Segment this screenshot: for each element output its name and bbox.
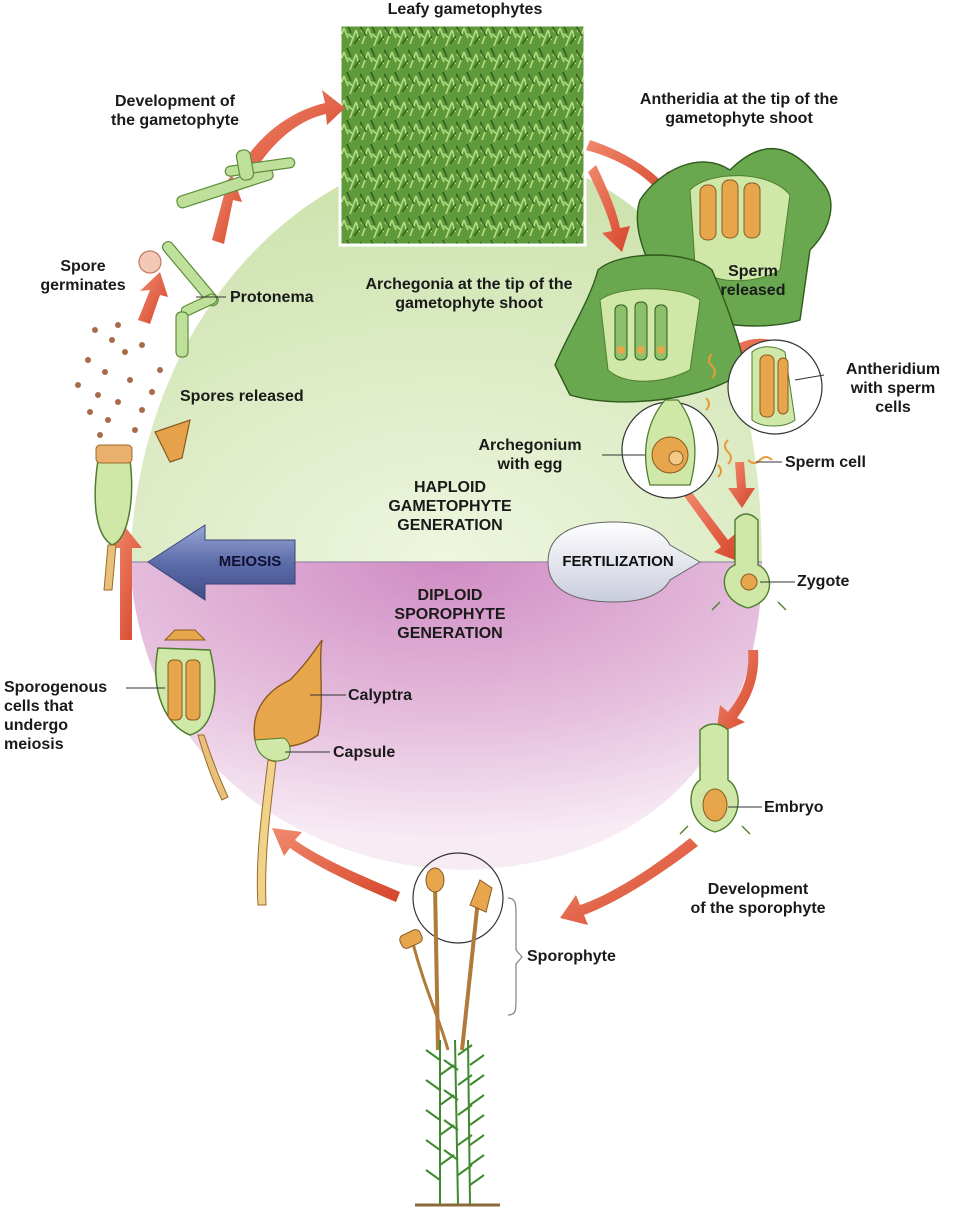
label-embryo: Embryo bbox=[764, 799, 824, 816]
label-meiosis: MEIOSIS bbox=[218, 553, 282, 570]
calyptra-capsule-drawing bbox=[253, 639, 323, 906]
label-leafy-gametophytes: Leafy gametophytes bbox=[387, 1, 543, 18]
label-spores-released: Spores released bbox=[180, 388, 304, 405]
open-capsule-drawing bbox=[94, 419, 191, 591]
protonema-drawing bbox=[138, 149, 296, 358]
leader-lines bbox=[126, 296, 825, 808]
leafy-gametophytes-photo bbox=[338, 23, 587, 247]
label-capsule: Capsule bbox=[333, 744, 396, 761]
diploid-zone bbox=[130, 562, 762, 870]
label-archegonia-tip: Archegonia at the tip of the gametophyte… bbox=[365, 276, 573, 312]
label-diploid-generation: DIPLOID SPOROPHYTE GENERATION bbox=[394, 587, 506, 642]
label-haploid-generation: HAPLOID GAMETOPHYTE GENERATION bbox=[388, 479, 512, 534]
label-protonema: Protonema bbox=[230, 289, 314, 306]
meiosis-arrow bbox=[147, 524, 296, 601]
haploid-zone bbox=[130, 150, 762, 562]
label-sporogenous: Sporogenous cells that undergo meiosis bbox=[4, 679, 108, 753]
label-spore-germinates: Spore germinates bbox=[40, 258, 126, 294]
label-antheridium: Antheridium with sperm cells bbox=[845, 361, 941, 416]
sporogenous-capsule-drawing bbox=[155, 629, 229, 801]
label-fertilization: FERTILIZATION bbox=[562, 553, 674, 570]
label-archegonium: Archegonium with egg bbox=[478, 437, 582, 473]
sporophyte-bracket bbox=[507, 897, 523, 1016]
embryo-drawing bbox=[679, 723, 751, 835]
archegonia-shoot-drawing bbox=[554, 254, 746, 403]
label-antheridia-tip: Antheridia at the tip of the gametophyte… bbox=[639, 91, 839, 127]
label-sporophyte: Sporophyte bbox=[527, 948, 616, 965]
fertilization-shape bbox=[547, 521, 701, 603]
antheridium-circle bbox=[727, 339, 823, 435]
archegonium-circle bbox=[621, 399, 719, 499]
label-development-sporophyte: Development of the sporophyte bbox=[690, 881, 826, 917]
label-calyptra: Calyptra bbox=[348, 687, 413, 704]
sperm-cells bbox=[705, 353, 773, 478]
spores-dots bbox=[75, 322, 163, 438]
label-zygote: Zygote bbox=[797, 573, 850, 590]
label-development-gametophyte: Development of the gametophyte bbox=[110, 93, 239, 129]
label-sperm-cell: Sperm cell bbox=[785, 454, 866, 471]
sporophyte-plant-drawing bbox=[399, 852, 504, 1207]
label-sperm-released: Sperm released bbox=[720, 263, 786, 299]
zygote-drawing bbox=[711, 513, 787, 611]
